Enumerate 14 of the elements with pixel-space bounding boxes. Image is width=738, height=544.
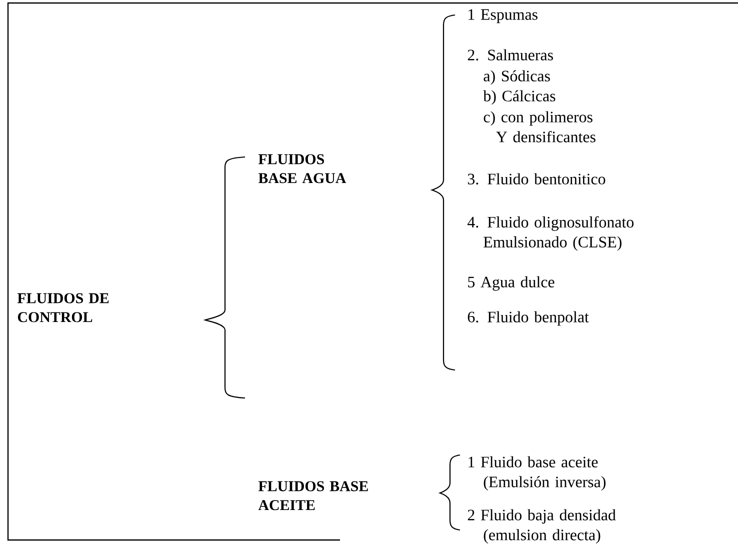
list-item: b) Cálcicas [483, 90, 556, 105]
list-item: 1 Fluido base aceite (Emulsión inversa) [468, 456, 606, 491]
list-item: 4. Fluido olignosulfonato Emulsionado (CLSE) [468, 216, 634, 251]
category-heading: FLUIDOS BASE AGUA [258, 154, 346, 184]
list-item: 5 Agua dulce [468, 276, 554, 291]
list-item: 1 Espumas [468, 9, 538, 24]
category-heading: FLUIDOS BASE ACEITE [258, 481, 368, 510]
list-item: a) Sódicas [484, 70, 550, 85]
list-item: 2 Fluido baja densidad (emulsion directa) [468, 509, 616, 544]
list-item: 6. Fluido benpolat [468, 311, 589, 326]
list-item: 2. Salmueras [468, 49, 553, 60]
list-item: 3. Fluido bentonitico [468, 173, 606, 184]
category-heading: FLUIDOS DE CONTROL [17, 293, 109, 322]
list-item: c) con polimeros Y densificantes [484, 111, 596, 142]
